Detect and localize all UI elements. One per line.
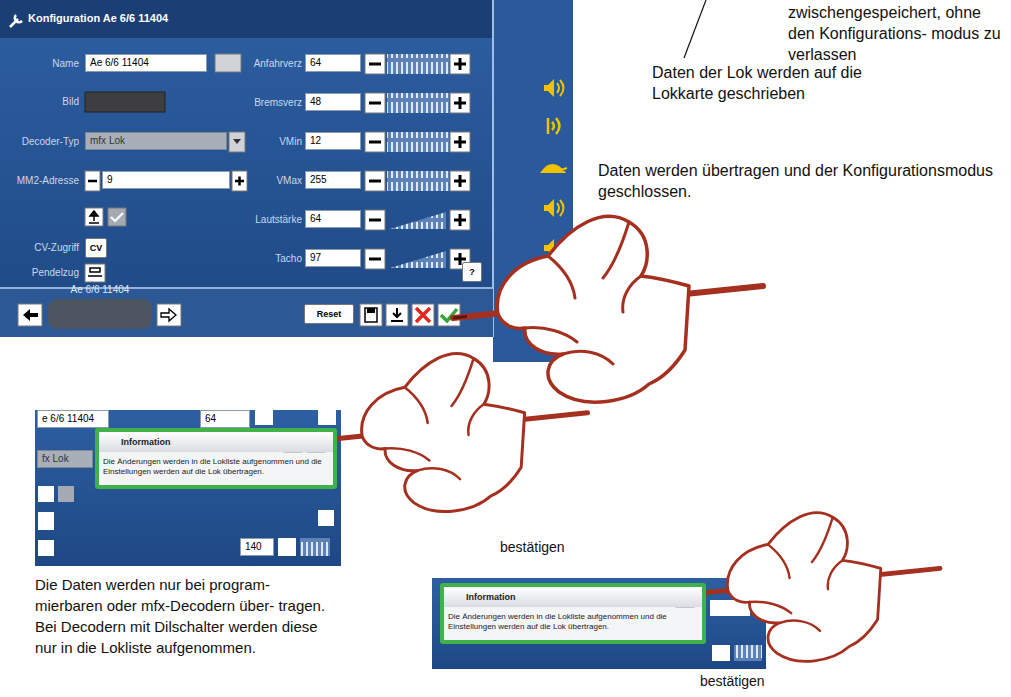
note-text: zwischengespeichert, ohne den Konfigurat… [788, 2, 1008, 65]
note-text: Daten werden übertragen und der Konfigur… [598, 160, 998, 202]
reset-button-wrap: Reset [304, 304, 354, 324]
reset-button: Reset [304, 304, 354, 324]
field-label: Anfahrverz [232, 54, 302, 74]
field-value: 64 [200, 410, 250, 428]
field-value-wrap: 64 [200, 410, 250, 428]
cv-button: CV [85, 238, 107, 258]
field-label: CV-Zugriff [5, 238, 79, 258]
field-value-wrap: 64 [305, 210, 361, 228]
field-value: 64 [305, 210, 361, 228]
help-button-wrap: ? [462, 262, 482, 282]
note-text-wrap: bestätigen [700, 672, 790, 690]
field-value: 64 [305, 54, 361, 72]
field-label: Bild [5, 92, 79, 112]
note-text: bestätigen [700, 672, 790, 690]
field-label-wrap: VMin [232, 132, 302, 152]
loco-name: Ae 6/6 11404 [48, 284, 152, 295]
field-label: Bremsverz [232, 93, 302, 113]
field-label-wrap: Name [5, 54, 79, 74]
help-button: ? [462, 262, 482, 282]
field-value-wrap: 9 [102, 171, 230, 189]
note-text-wrap: zwischengespeichert, ohne den Konfigurat… [788, 2, 1008, 65]
dialog-title: Information [444, 587, 702, 607]
field-label-wrap: Bremsverz [232, 93, 302, 113]
note-text: bestätigen [500, 538, 590, 556]
dialog-message: Die Änderungen werden in die Lokliste au… [444, 607, 702, 640]
note-text: Die Daten werden nur bei program- mierba… [35, 574, 340, 658]
dialog-box: InformationDie Änderungen werden in die … [95, 428, 337, 489]
note-text-wrap: Daten der Lok werden auf die Lokkarte ge… [652, 62, 892, 104]
dialog-title: Information [99, 432, 333, 452]
field-label: Tacho [232, 249, 302, 269]
field-value-wrap: 255 [305, 171, 361, 189]
window-title-wrap: Konfiguration Ae 6/6 11404 [28, 12, 328, 24]
loco-name-wrap: Ae 6/6 11404 [48, 284, 152, 295]
field-value-wrap: fx Lok [37, 450, 93, 468]
field-label: VMax [232, 171, 302, 191]
field-label-wrap: Pendelzug [5, 263, 79, 283]
field-value: mfx Lok [85, 132, 227, 150]
dialog-message: Die Änderungen werden in die Lokliste au… [99, 452, 333, 485]
note-text-wrap: Die Daten werden nur bei program- mierba… [35, 574, 340, 658]
dialog-box: InformationDie Änderungen werden in die … [440, 583, 706, 644]
field-label: Name [5, 54, 79, 74]
field-value-wrap: 140 [240, 538, 274, 556]
field-value-wrap: 97 [305, 249, 361, 267]
field-label-wrap: CV-Zugriff [5, 238, 79, 258]
note-text-wrap: Daten werden übertragen und der Konfigur… [598, 160, 998, 202]
field-label: Lautstärke [232, 210, 302, 230]
field-value: 97 [305, 249, 361, 267]
field-label-wrap: Tacho [232, 249, 302, 269]
field-value: e 6/6 11404 [37, 410, 109, 428]
field-value-wrap: e 6/6 11404 [37, 410, 109, 428]
field-label: Decoder-Typ [5, 132, 79, 152]
field-label: VMin [232, 132, 302, 152]
field-value: 140 [240, 538, 274, 556]
field-value: fx Lok [37, 450, 93, 468]
field-label-wrap: VMax [232, 171, 302, 191]
field-value: 12 [305, 132, 361, 150]
window-title: Konfiguration Ae 6/6 11404 [28, 12, 328, 24]
note-text-wrap: bestätigen [500, 538, 590, 556]
field-value: 255 [305, 171, 361, 189]
field-value: 9 [102, 171, 230, 189]
field-label: MM2-Adresse [5, 171, 79, 191]
field-value: Ae 6/6 11404 [85, 54, 207, 72]
field-value-wrap: 64 [305, 54, 361, 72]
field-label-wrap: Decoder-Typ [5, 132, 79, 152]
field-value-wrap: 12 [305, 132, 361, 150]
field-label-wrap: MM2-Adresse [5, 171, 79, 191]
field-value-wrap: mfx Lok [85, 132, 227, 150]
field-value-wrap: Ae 6/6 11404 [85, 54, 207, 72]
field-label: Pendelzug [5, 263, 79, 283]
field-value: 48 [305, 93, 361, 111]
cv-button-wrap: CV [85, 238, 107, 258]
field-label-wrap: Anfahrverz [232, 54, 302, 74]
note-text: Daten der Lok werden auf die Lokkarte ge… [652, 62, 892, 104]
field-label-wrap: Bild [5, 92, 79, 112]
field-value-wrap: 48 [305, 93, 361, 111]
field-label-wrap: Lautstärke [232, 210, 302, 230]
